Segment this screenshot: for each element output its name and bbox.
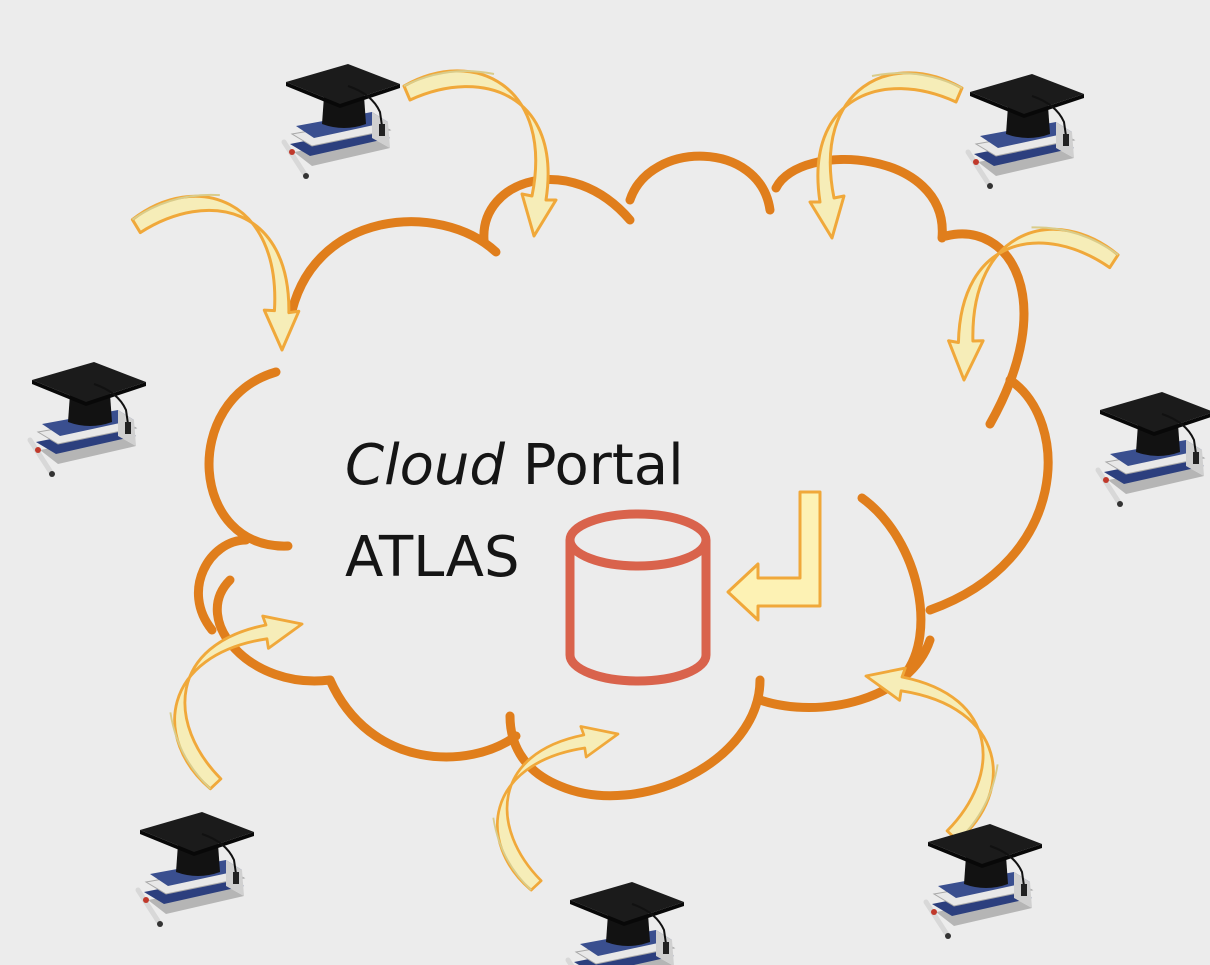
diagram-subtitle: ATLAS	[345, 525, 520, 590]
return-arrow-icon	[726, 490, 822, 622]
cloud-outline	[193, 151, 1053, 801]
curved-arrow-icon	[822, 654, 1023, 848]
curved-arrow-icon	[402, 69, 558, 238]
graduation-cap-icon	[284, 64, 400, 179]
curved-arrow-icon	[145, 602, 346, 796]
graduation-cap-icon	[30, 362, 146, 477]
graduation-cap-icon	[968, 74, 1084, 189]
graduation-cap-icon	[1098, 392, 1210, 507]
database-cylinder-icon	[565, 509, 711, 686]
curved-arrow-icon	[940, 212, 1123, 405]
title-rest: Portal	[504, 433, 684, 498]
graduation-cap-icon	[138, 812, 254, 927]
diagram-title: Cloud Portal	[345, 438, 684, 494]
graduation-cap-icon	[568, 882, 684, 965]
graduation-cap-icon	[926, 824, 1042, 939]
title-italic-word: Cloud	[345, 433, 505, 498]
curved-arrow-icon	[128, 181, 306, 370]
